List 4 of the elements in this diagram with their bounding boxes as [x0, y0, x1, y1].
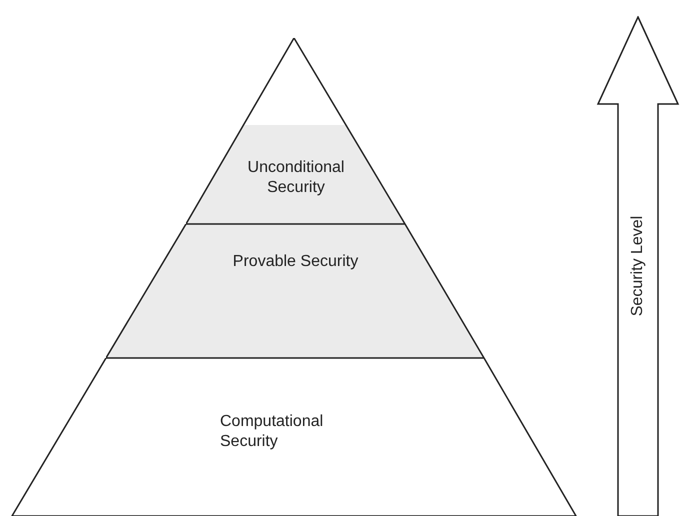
- band-label: Unconditional Security: [246, 158, 346, 198]
- axis-label: Security Level: [628, 216, 647, 316]
- band-label: Computational Security: [220, 412, 324, 452]
- band-label: Provable Security: [232, 252, 360, 272]
